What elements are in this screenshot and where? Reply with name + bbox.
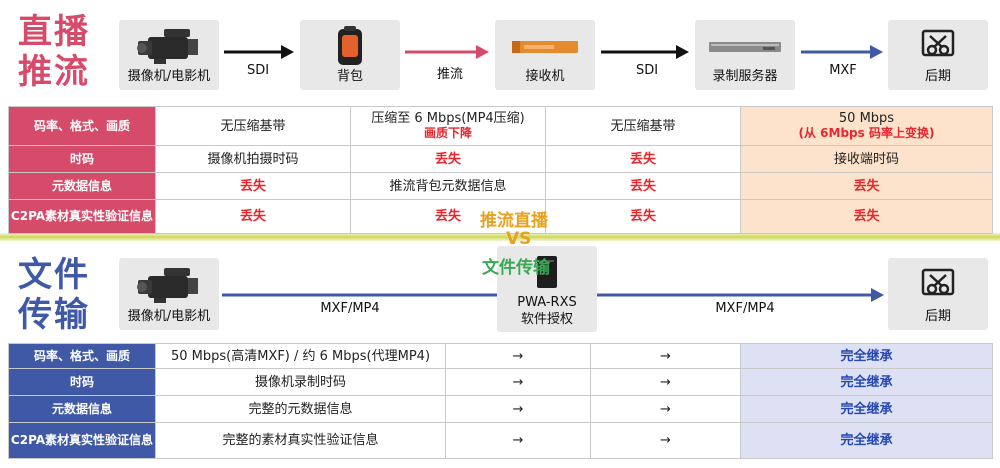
live-node-receiver: 接收机	[495, 20, 595, 90]
camcorder-icon	[137, 29, 198, 64]
cell: 摄像机拍摄时码	[155, 145, 351, 173]
arrow-sdi-1	[224, 45, 294, 59]
arrow-mxf	[801, 45, 883, 59]
cell: →	[445, 395, 591, 423]
live-flow-arrows	[224, 45, 883, 59]
link-label-sdi-2: SDI	[635, 63, 659, 78]
table-row: 时码 摄像机录制时码 → → 完全继承	[8, 368, 993, 396]
cell: 完全继承	[740, 343, 993, 369]
cell: →	[445, 368, 591, 396]
table-row: C2PA素材真实性验证信息 完整的素材真实性验证信息 → → 完全继承	[8, 422, 993, 459]
file-node-pwa-rxs: PWA-RXS 软件授权	[497, 246, 597, 332]
cell: 完全继承	[740, 368, 993, 396]
server-icon	[709, 42, 781, 52]
vs-label-file: 文件传输	[482, 258, 550, 278]
server-tower-icon	[537, 256, 557, 288]
scissors-film-icon	[921, 29, 955, 57]
cell: →	[590, 395, 741, 423]
link-label-mxf: MXF	[829, 63, 857, 78]
cell: 50 Mbps(从 6Mbps 码率上变换)	[740, 106, 993, 146]
cell: 完整的元数据信息	[155, 395, 446, 423]
row-header: 元数据信息	[8, 172, 156, 200]
link-label-push: 推流	[436, 67, 463, 82]
table-row: 码率、格式、画质 无压缩基带 压缩至 6 Mbps(MP4压缩)画质下降 无压缩…	[8, 106, 993, 146]
file-flow-arrows	[222, 288, 884, 302]
cell: →	[590, 343, 741, 369]
row-header: 时码	[8, 368, 156, 396]
row-header: 时码	[8, 145, 156, 173]
cell: →	[590, 368, 741, 396]
cell: →	[445, 422, 591, 459]
row-header: C2PA素材真实性验证信息	[8, 422, 156, 459]
cell: 丢失	[545, 172, 741, 200]
link-label-mxf-mp4-2: MXF/MP4	[715, 301, 775, 316]
cell: 丢失	[740, 199, 993, 234]
cell: 摄像机录制时码	[155, 368, 446, 396]
table-row: 元数据信息 丢失 推流背包元数据信息 丢失 丢失	[8, 172, 993, 200]
cell: 丢失	[545, 199, 741, 234]
cell: 丢失	[155, 172, 351, 200]
file-node-post: 后期	[888, 258, 988, 330]
section-divider	[0, 233, 1000, 241]
file-comparison-table: 码率、格式、画质 50 Mbps(高清MXF) / 约 6 Mbps(代理MP4…	[8, 343, 993, 459]
cell: 丢失	[545, 145, 741, 173]
cell: →	[445, 343, 591, 369]
table-row: 码率、格式、画质 50 Mbps(高清MXF) / 约 6 Mbps(代理MP4…	[8, 343, 993, 369]
cell: 丢失	[155, 199, 351, 234]
row-header: 码率、格式、画质	[8, 343, 156, 369]
cell: 压缩至 6 Mbps(MP4压缩)画质下降	[350, 106, 546, 146]
cell: 无压缩基带	[155, 106, 351, 146]
table-row: 元数据信息 完整的元数据信息 → → 完全继承	[8, 395, 993, 423]
file-node-camera: 摄像机/电影机	[119, 258, 219, 330]
camcorder-icon	[137, 268, 198, 303]
table-row: 时码 摄像机拍摄时码 丢失 丢失 接收端时码	[8, 145, 993, 173]
link-label-sdi-1: SDI	[246, 63, 270, 78]
cell: →	[590, 422, 741, 459]
cell: 接收端时码	[740, 145, 993, 173]
row-header: 码率、格式、画质	[8, 106, 156, 146]
cell: 完全继承	[740, 395, 993, 423]
arrow-push	[405, 45, 489, 59]
live-node-post: 后期	[888, 20, 988, 90]
cell: 丢失	[740, 172, 993, 200]
live-node-camera: 摄像机/电影机	[119, 20, 219, 90]
cell: 50 Mbps(高清MXF) / 约 6 Mbps(代理MP4)	[155, 343, 446, 369]
cell: 丢失	[350, 199, 546, 234]
live-node-record-server: 录制服务器	[695, 20, 795, 90]
live-comparison-table: 码率、格式、画质 无压缩基带 压缩至 6 Mbps(MP4压缩)画质下降 无压缩…	[8, 106, 993, 234]
cell: 完整的素材真实性验证信息	[155, 422, 446, 459]
scissors-film-icon	[921, 268, 955, 296]
file-section-title: 文件 传输	[18, 255, 90, 335]
arrow-sdi-2	[601, 45, 689, 59]
live-node-backpack: 背包	[300, 20, 400, 90]
link-label-mxf-mp4-1: MXF/MP4	[320, 301, 380, 316]
cell: 丢失	[350, 145, 546, 173]
live-section-title: 直播 推流	[18, 12, 90, 92]
row-header: 元数据信息	[8, 395, 156, 423]
receiver-rack-icon	[512, 41, 578, 53]
arrow-mxf-mp4-2	[597, 288, 884, 302]
row-header: C2PA素材真实性验证信息	[8, 199, 156, 234]
cell: 推流背包元数据信息	[350, 172, 546, 200]
vs-label-live: 推流直播	[480, 211, 548, 231]
cell: 完全继承	[740, 422, 993, 459]
cell: 无压缩基带	[545, 106, 741, 146]
backpack-icon	[338, 26, 362, 65]
vs-label: VS	[506, 229, 532, 249]
